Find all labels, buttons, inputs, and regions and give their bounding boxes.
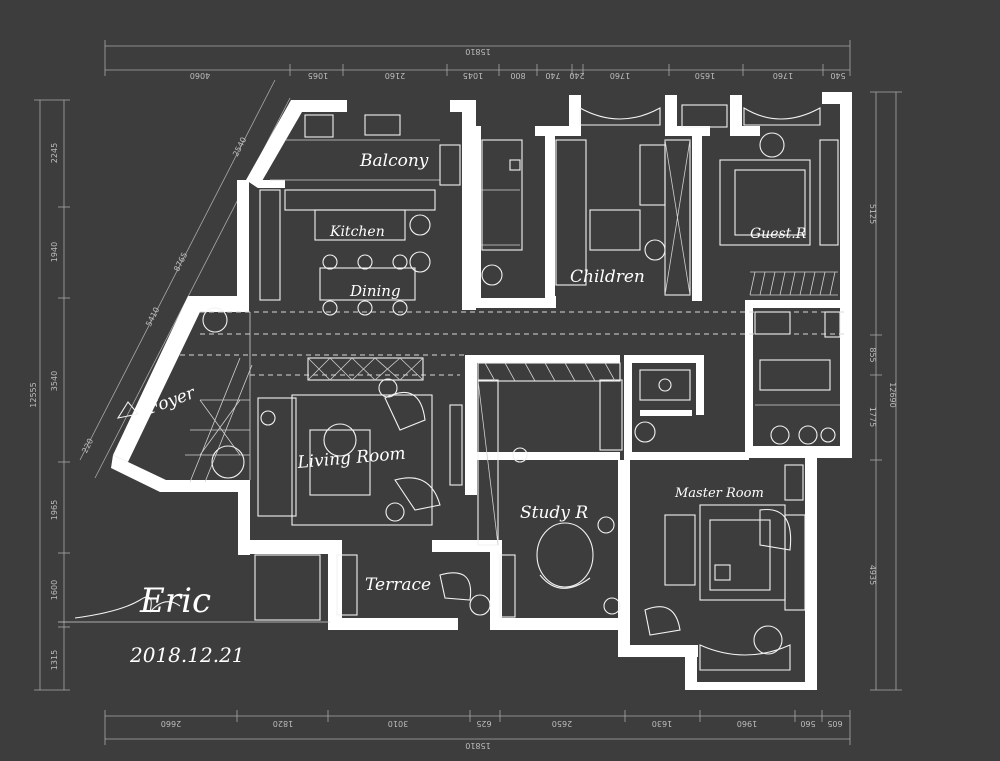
dim-left-seg: 3540 xyxy=(50,371,59,391)
room-label-master: Master Room xyxy=(674,486,764,501)
furniture xyxy=(116,104,841,671)
top-dim-labels: 4060 1065 2160 1045 800 740 240 1760 165… xyxy=(190,71,846,80)
room-label-dining: Dining xyxy=(349,282,401,300)
dim-top-seg: 1650 xyxy=(695,71,715,80)
right-dim-labels: 5125 855 1775 4935 xyxy=(868,204,877,585)
dim-left-total: 12555 xyxy=(29,382,38,407)
dim-right-total: 12690 xyxy=(888,382,897,407)
signature-date: 2018.12.21 xyxy=(129,643,245,667)
dim-top-seg: 4060 xyxy=(190,71,210,80)
dim-top-seg: 1065 xyxy=(308,71,328,80)
dim-diag-seg: 8765 xyxy=(172,251,189,273)
dim-top-seg: 1760 xyxy=(773,71,793,80)
room-label-balcony: Balcony xyxy=(359,151,429,171)
dim-bottom-total: 15810 xyxy=(465,741,490,750)
corridor-lines xyxy=(180,311,845,480)
bottom-dim-labels: 2660 1820 3010 625 2650 1630 1960 560 60… xyxy=(161,719,843,728)
dim-top-seg: 1760 xyxy=(610,71,630,80)
dim-left-seg: 2245 xyxy=(50,143,59,163)
dim-bottom-seg: 2650 xyxy=(552,719,572,728)
dim-top-seg: 1045 xyxy=(463,71,483,80)
room-label-study: Study R xyxy=(520,503,588,523)
dim-bottom-seg: 625 xyxy=(476,719,491,728)
dim-diag-seg: 220 xyxy=(80,437,95,455)
dim-top-seg: 800 xyxy=(510,71,525,80)
dim-right-seg: 5125 xyxy=(868,204,877,224)
dim-top-seg: 240 xyxy=(569,71,584,80)
dim-right-seg: 1775 xyxy=(868,407,877,427)
study-shelf-hatch xyxy=(484,362,616,382)
dim-diag-seg: 2540 xyxy=(231,136,248,158)
dim-left-seg: 1940 xyxy=(50,242,59,262)
wardrobe-hatch xyxy=(749,271,836,296)
dim-bottom-seg: 605 xyxy=(827,719,842,728)
dim-diag-seg: 5410 xyxy=(144,306,161,328)
room-label-terrace: Terrace xyxy=(365,575,431,595)
dim-left-seg: 1315 xyxy=(50,650,59,670)
signature-name: Eric xyxy=(139,581,211,621)
dim-bottom-seg: 1630 xyxy=(652,719,672,728)
top-dimension-lines xyxy=(104,40,851,76)
dim-bottom-seg: 2660 xyxy=(161,719,181,728)
dim-top-seg: 540 xyxy=(830,71,845,80)
dim-left-seg: 1965 xyxy=(50,500,59,520)
dim-right-seg: 4935 xyxy=(868,565,877,585)
left-dim-labels: 2245 1940 3540 1965 1600 1315 xyxy=(50,143,59,670)
room-label-children: Children xyxy=(570,267,645,287)
room-label-guest: Guest.R xyxy=(750,226,807,242)
dim-top-seg: 2160 xyxy=(385,71,405,80)
foyer-hatch xyxy=(185,307,253,483)
dim-bottom-seg: 560 xyxy=(800,719,815,728)
room-label-living: Living Room xyxy=(296,444,407,473)
dim-right-seg: 855 xyxy=(868,347,877,362)
dim-bottom-seg: 1820 xyxy=(273,719,293,728)
signature: Eric 2018.12.21 xyxy=(58,581,330,667)
right-dimension-lines xyxy=(870,91,902,691)
bottom-dimension-lines xyxy=(104,710,851,745)
walls xyxy=(111,92,852,690)
dim-bottom-seg: 1960 xyxy=(737,719,757,728)
dim-top-seg: 740 xyxy=(545,71,560,80)
cabinet-row xyxy=(307,357,424,381)
dim-bottom-seg: 3010 xyxy=(388,719,408,728)
dim-left-seg: 1600 xyxy=(50,580,59,600)
left-dimension-lines xyxy=(34,99,70,691)
room-label-kitchen: Kitchen xyxy=(329,224,385,240)
dim-top-total: 15810 xyxy=(465,47,490,56)
